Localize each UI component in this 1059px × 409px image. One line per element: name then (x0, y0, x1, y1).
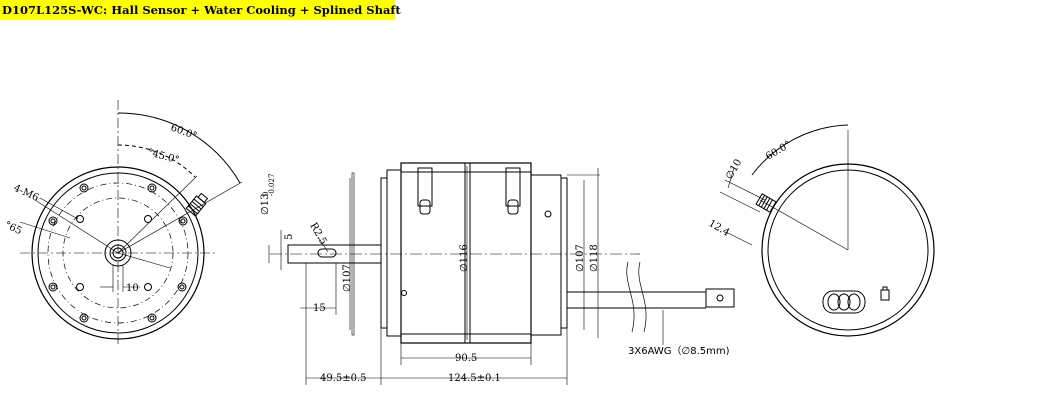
cable-spec-label: 3X6AWG（∅8.5mm) (628, 345, 730, 357)
dia-107-left-label: ∅107 (342, 264, 353, 292)
dim-5-label: 5 (284, 234, 295, 240)
rear-angle-60-label: 60.0° (764, 139, 793, 162)
holes-label: 4-M6 (12, 183, 41, 204)
front-view (19, 100, 243, 345)
rear-dim-12-4-label: 12.4 (707, 218, 732, 239)
radius-label: R2.5 (307, 221, 328, 247)
shaft-diameter-label: ∅13 (260, 194, 271, 215)
len-90-5-label: 90.5 (455, 353, 477, 364)
title-bar: D107L125S-WC: Hall Sensor + Water Coolin… (0, 0, 401, 20)
shaft-tol-lower: -0.027 (268, 174, 276, 196)
drawing-title: D107L125S-WC: Hall Sensor + Water Coolin… (2, 3, 401, 17)
len-124-5-label: 124.5±0.1 (448, 373, 501, 384)
front-dim-10-label: 10 (126, 283, 139, 294)
rear-dim-10-label: ∅10 (724, 157, 744, 181)
dia-107-right-label: ∅107 (575, 244, 586, 272)
dia-116-label: ∅116 (459, 244, 470, 272)
side-view (268, 162, 735, 385)
shaft-tol-upper: 0 (262, 192, 270, 196)
dim-15-label: 15 (313, 303, 326, 314)
dia-118-label: ∅118 (589, 244, 600, 272)
front-angle-60-label: 60.0° (169, 122, 198, 142)
front-angle-45-label: °45.0° (146, 147, 180, 166)
rear-view (719, 124, 935, 337)
len-49-5-label: 49.5±0.5 (320, 373, 367, 384)
